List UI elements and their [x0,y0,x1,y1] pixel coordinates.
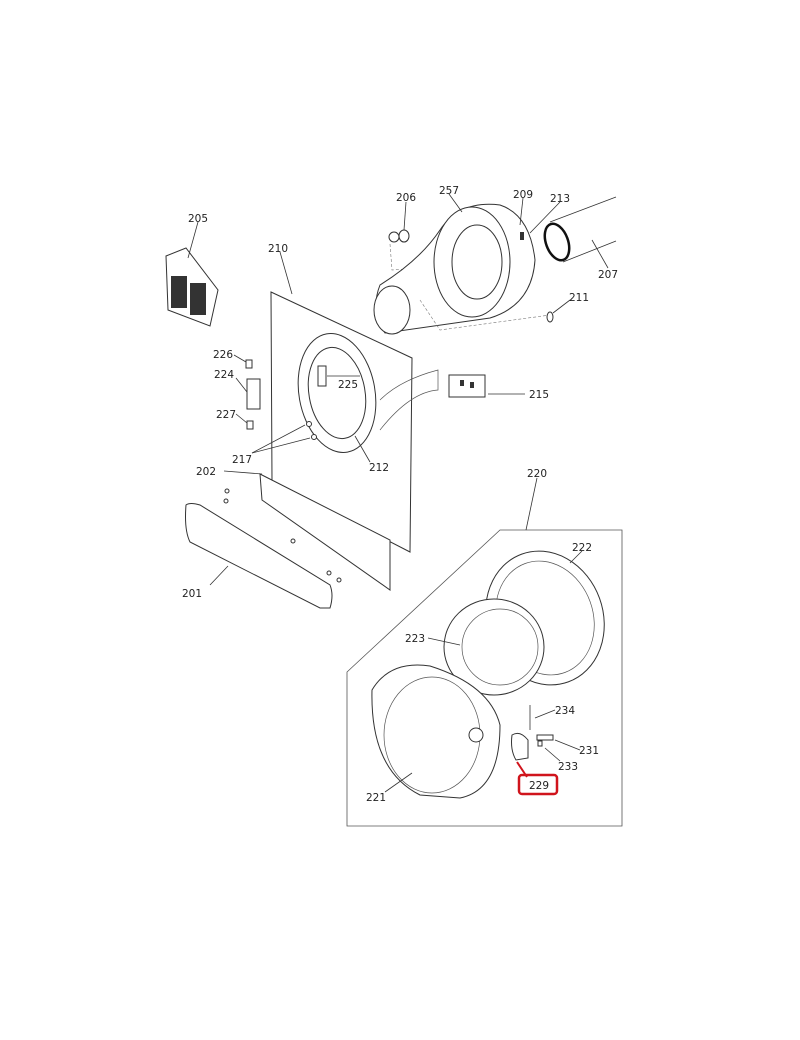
label-210: 210 [268,243,288,255]
part-206-bracket [388,201,421,271]
label-209: 209 [513,189,533,201]
label-220: 220 [527,468,547,480]
part-215-switch [448,374,525,398]
part-224-latch [233,354,261,430]
part-211-clip [546,299,571,323]
label-212: 212 [369,462,389,474]
part-205-lint-filter [165,221,219,327]
label-207: 207 [598,269,618,281]
part-207-duct [543,196,617,269]
part-217-screws [251,421,317,454]
label-222: 222 [572,542,592,554]
label-217: 217 [232,454,252,466]
label-205: 205 [188,213,208,225]
part-202-bracket [223,470,391,591]
label-227: 227 [216,409,236,421]
label-231: 231 [579,745,599,757]
part-201-trim [185,503,333,609]
label-211: 211 [569,292,589,304]
label-215: 215 [529,389,549,401]
label-224: 224 [214,369,234,381]
label-234: 234 [555,705,575,717]
label-201: 201 [182,588,202,600]
label-229: 229 [529,780,549,792]
highlight-callout-229 [516,761,559,796]
label-202: 202 [196,466,216,478]
part-257-blower-housing [373,193,561,335]
label-221: 221 [366,792,386,804]
label-257: 257 [439,185,459,197]
label-226: 226 [213,349,233,361]
label-213: 213 [550,193,570,205]
label-223: 223 [405,633,425,645]
part-210-front-panel [270,251,439,553]
label-206: 206 [396,192,416,204]
label-225: 225 [338,379,358,391]
label-233: 233 [558,761,578,773]
part-220-door-assembly [346,477,623,827]
